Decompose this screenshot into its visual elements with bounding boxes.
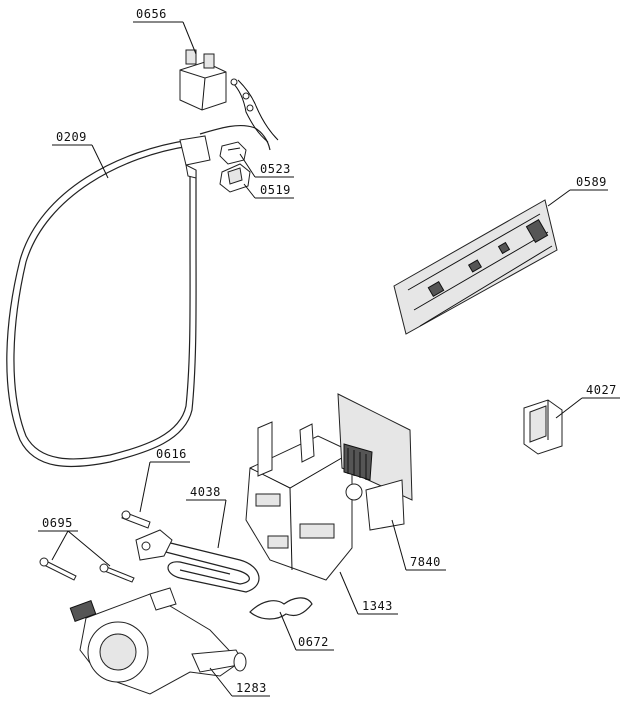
label-0695: 0695: [42, 516, 73, 530]
label-0519: 0519: [260, 183, 291, 197]
leader-lines: [38, 21, 620, 697]
screws-0695: [39, 557, 135, 583]
drain-pump-1283: [69, 587, 247, 695]
heater-element-4038: [135, 529, 260, 593]
label-4038: 4038: [190, 485, 221, 499]
label-1283: 1283: [236, 681, 267, 695]
housing-1343: [245, 421, 353, 581]
clip-0523: [219, 141, 247, 165]
label-0656: 0656: [136, 7, 167, 21]
label-0523: 0523: [260, 162, 291, 176]
label-4027: 4027: [586, 383, 617, 397]
ntc-sensor-0616: [121, 510, 151, 529]
label-1343: 1343: [362, 599, 393, 613]
label-0672: 0672: [298, 635, 329, 649]
spring-clip-0672: [249, 597, 313, 620]
part-labels: 0656 0523 0519 0209 0589 4027 0616 4038 …: [42, 7, 617, 695]
bracket-0519: [219, 163, 251, 193]
label-7840: 7840: [410, 555, 441, 569]
label-0616: 0616: [156, 447, 187, 461]
suppressor-0656: [179, 49, 279, 143]
connector-block-4027: [523, 399, 563, 455]
motor-board-7840: [337, 393, 413, 531]
label-0209: 0209: [56, 130, 87, 144]
label-0589: 0589: [576, 175, 607, 189]
cable-harness-0209: [6, 124, 271, 468]
control-board-0589: [393, 199, 558, 335]
